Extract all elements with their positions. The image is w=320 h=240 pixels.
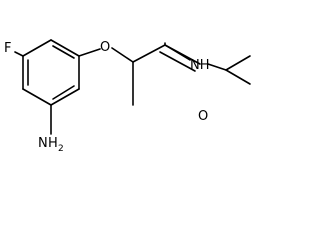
fluorine-label: F bbox=[4, 41, 11, 56]
chemical-structure: F O N H 2 NH O bbox=[4, 39, 251, 154]
ether-oxygen-label: O bbox=[100, 40, 110, 55]
carbonyl-double-bond bbox=[159, 51, 196, 72]
isopropyl-bond bbox=[225, 69, 251, 85]
amine-hydrogen-label: H bbox=[48, 136, 58, 151]
c-nh-bond bbox=[164, 44, 191, 61]
ring-double-bond bbox=[52, 45, 75, 59]
c-o-ether-bond bbox=[78, 48, 101, 57]
nh-ch-bond bbox=[207, 63, 227, 71]
ring-bond bbox=[22, 39, 52, 57]
amine-nitrogen-label: N bbox=[38, 136, 48, 151]
ring-bond bbox=[50, 88, 80, 106]
amine-group-label: N H 2 bbox=[38, 136, 64, 154]
ring-bond bbox=[50, 39, 80, 57]
ch-carbonyl-bond bbox=[132, 44, 166, 63]
o-ch-bond bbox=[111, 47, 134, 63]
c-f-bond bbox=[14, 51, 24, 57]
amide-nh-label: NH bbox=[190, 58, 210, 73]
isopropyl-bond bbox=[225, 55, 251, 71]
benzene-ring bbox=[22, 39, 80, 106]
amine-subscript: 2 bbox=[58, 144, 64, 154]
ring-bond bbox=[22, 88, 52, 106]
ring-double-bond bbox=[52, 85, 75, 100]
carbonyl-oxygen-label: O bbox=[198, 109, 208, 124]
